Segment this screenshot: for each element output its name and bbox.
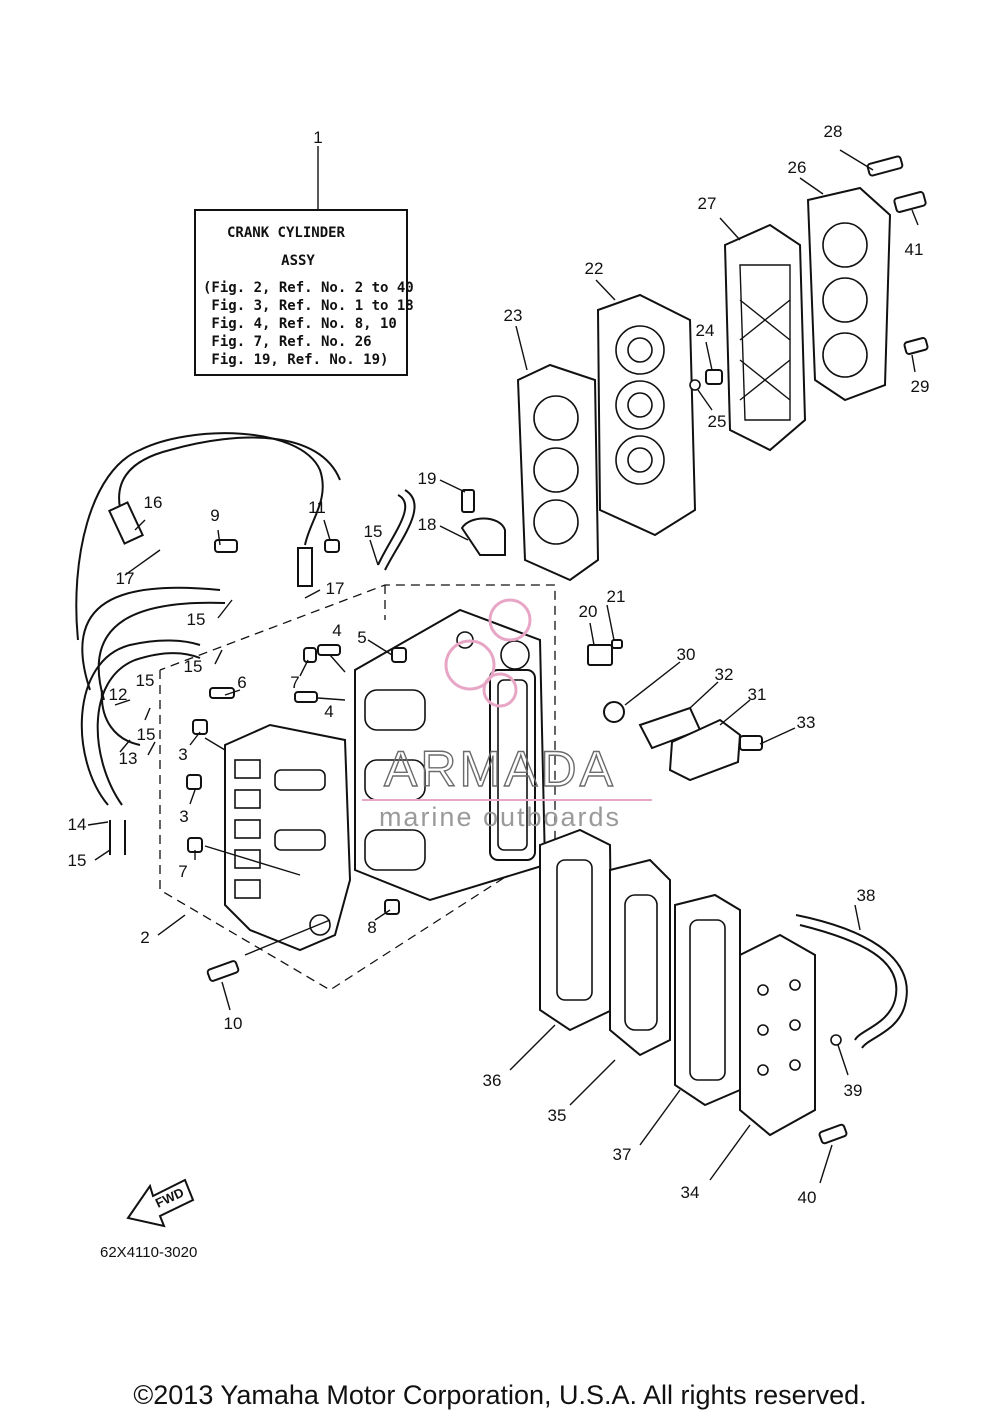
callout: 35	[548, 1106, 567, 1125]
callout: 17	[116, 569, 135, 588]
box-title-line1: CRANK CYLINDER	[227, 225, 346, 241]
callout: 4	[332, 621, 341, 640]
callout: 15	[364, 522, 383, 541]
callout: 22	[585, 259, 604, 278]
callout: 25	[708, 412, 727, 431]
callout: 23	[504, 306, 523, 325]
callout: 20	[579, 602, 598, 621]
callout: 7	[178, 862, 187, 881]
callout: 3	[178, 745, 187, 764]
watermark-main: ARMADA	[384, 741, 616, 797]
callout: 4	[324, 702, 333, 721]
callout: 12	[109, 685, 128, 704]
callout: 10	[224, 1014, 243, 1033]
cooling-hoses	[75, 432, 416, 855]
callout: 27	[698, 194, 717, 213]
cylinder-block	[354, 608, 547, 902]
callout: 26	[788, 158, 807, 177]
callout: 28	[824, 122, 843, 141]
callout: 31	[748, 685, 767, 704]
callout: 16	[144, 493, 163, 512]
callout: 41	[905, 240, 924, 259]
callout: 40	[798, 1188, 817, 1207]
callout: 11	[308, 498, 326, 517]
callout: 38	[857, 886, 876, 905]
exhaust-cover-stack	[539, 828, 816, 1137]
callout: 15	[68, 851, 87, 870]
copyright-notice: ©2013 Yamaha Motor Corporation, U.S.A. A…	[133, 1380, 867, 1410]
forward-arrow: FWD	[126, 1178, 195, 1228]
head-gasket	[516, 363, 600, 582]
callout: 29	[911, 377, 930, 396]
callout: 1	[313, 128, 322, 147]
box-ref-line: Fig. 7, Ref. No. 26	[203, 334, 372, 350]
watermark-sub: marine outboards	[379, 802, 621, 832]
box-ref-line: Fig. 3, Ref. No. 1 to 18	[203, 298, 414, 314]
callout: 17	[326, 579, 345, 598]
box-ref-line: (Fig. 2, Ref. No. 2 to 40	[203, 280, 414, 296]
callout-numbers: 1 2 3 3 4 4 5 6 7 7 8 9 10 11 12 13 14 1…	[68, 122, 930, 1207]
callout: 36	[483, 1071, 502, 1090]
callout: 13	[119, 749, 138, 768]
head-cover	[806, 186, 892, 402]
box-ref-line: Fig. 4, Ref. No. 8, 10	[203, 316, 397, 332]
box-ref-line: Fig. 19, Ref. No. 19)	[203, 352, 388, 368]
callout: 15	[187, 610, 206, 629]
box-title-line2: ASSY	[281, 253, 315, 269]
callout: 9	[210, 506, 219, 525]
assembly-boundary	[159, 584, 556, 991]
water-hose-38	[795, 914, 908, 1049]
drawing-reference: 62X4110-3020	[100, 1244, 197, 1261]
armada-watermark: ARMADA marine outboards	[362, 598, 652, 832]
callout: 15	[184, 657, 203, 676]
callout: 32	[715, 665, 734, 684]
callout: 37	[613, 1145, 632, 1164]
callout: 33	[797, 713, 816, 732]
callout: 21	[607, 587, 626, 606]
callout: 14	[68, 815, 87, 834]
callout: 15	[136, 671, 155, 690]
outer-exhaust-cover	[739, 933, 816, 1137]
callout: 34	[681, 1183, 700, 1202]
callout: 8	[367, 918, 376, 937]
callout: 7	[290, 673, 299, 692]
callout: 30	[677, 645, 696, 664]
crankcase	[224, 723, 352, 952]
callout: 39	[844, 1081, 863, 1100]
callout: 2	[140, 928, 149, 947]
assembly-info-box: CRANK CYLINDER ASSY (Fig. 2, Ref. No. 2 …	[194, 146, 414, 376]
callout: 5	[357, 628, 366, 647]
cylinder-head	[596, 293, 697, 537]
callout: 18	[418, 515, 437, 534]
callout: 19	[418, 469, 437, 488]
callout: 6	[237, 673, 246, 692]
small-hardware	[186, 155, 929, 1145]
callout: 24	[696, 321, 715, 340]
leader-lines	[87, 149, 919, 1184]
callout: 3	[179, 807, 188, 826]
callout: 15	[137, 725, 156, 744]
head-cover-gasket	[723, 223, 807, 452]
